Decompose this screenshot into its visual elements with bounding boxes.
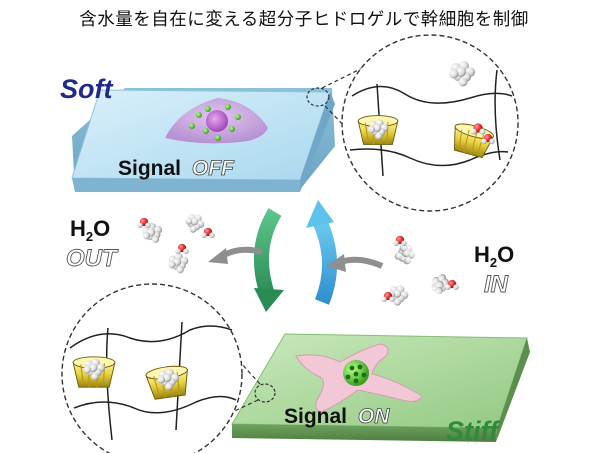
signal-off-prefix: Signal	[118, 157, 181, 180]
water-out-h: H	[70, 216, 86, 241]
signal-on-prefix: Signal	[284, 405, 347, 428]
zoom-marker-top	[306, 87, 330, 107]
soft-label: Soft	[60, 74, 113, 104]
water-in-h: H	[474, 242, 490, 267]
water-in-arrow	[326, 254, 384, 272]
water-out-o: O	[93, 216, 110, 241]
zoom-inset-soft	[341, 34, 519, 212]
svg-text:Signal ON: Signal ON	[284, 405, 390, 428]
cell-on-soft-gel	[165, 98, 268, 144]
water-in-word: IN	[484, 271, 509, 298]
stiffening-arrow	[253, 208, 284, 312]
water-out-molecules	[137, 211, 215, 276]
signal-on-state: ON	[358, 405, 390, 428]
svg-text:H2O: H2O	[474, 242, 514, 270]
water-out-word: OUT	[66, 245, 119, 272]
water-in-sub: 2	[490, 255, 497, 270]
water-in-o: O	[497, 242, 514, 267]
softening-arrow	[306, 200, 337, 305]
cell-on-stiff-gel	[295, 343, 423, 413]
figure-title: 含水量を自在に変える超分子ヒドロゲルで幹細胞を制御	[79, 10, 529, 30]
water-in-molecules	[381, 235, 459, 308]
stiff-label: Stiff	[446, 416, 501, 446]
svg-text:Signal OFF: Signal OFF	[118, 157, 235, 180]
svg-text:H2O: H2O	[70, 216, 110, 244]
zoom-marker-bottom	[254, 383, 276, 403]
zoom-inset-stiff	[61, 283, 243, 453]
water-out-arrow	[208, 246, 263, 264]
water-out-sub: 2	[86, 229, 93, 244]
signal-off-state: OFF	[192, 157, 235, 180]
